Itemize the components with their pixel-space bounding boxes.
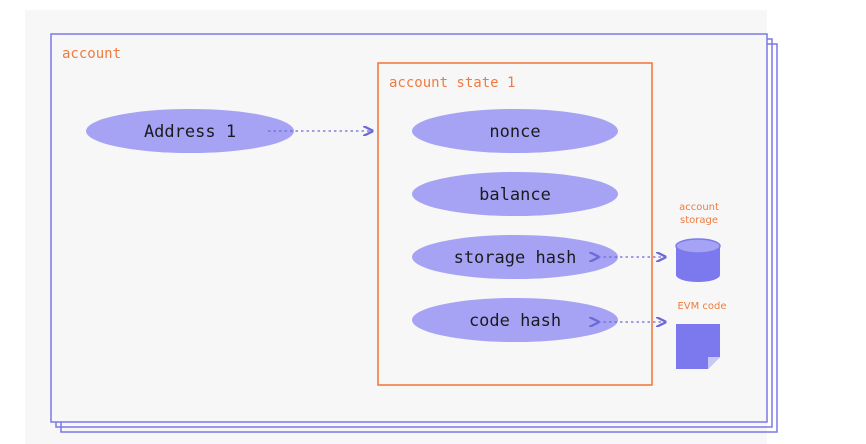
- address-label: Address 1: [144, 122, 236, 142]
- account-label: account: [62, 46, 121, 62]
- evm-code-label: EVM code: [677, 301, 726, 312]
- nonce-label: nonce: [489, 122, 540, 142]
- code-hash-label: code hash: [469, 311, 561, 331]
- account-storage-label-line2: storage: [680, 215, 718, 226]
- account-state-label: account state 1: [389, 75, 515, 91]
- document-icon: [676, 324, 720, 369]
- address-ellipse: [86, 109, 294, 153]
- balance-label: balance: [479, 185, 551, 205]
- database-icon: [675, 238, 721, 282]
- account-state-box: [377, 62, 653, 386]
- code-hash-ellipse: [412, 298, 618, 342]
- storage-hash-ellipse: [412, 235, 618, 279]
- account-frame: [50, 33, 768, 423]
- storage-hash-label: storage hash: [454, 248, 577, 268]
- nonce-ellipse: [412, 109, 618, 153]
- balance-ellipse: [412, 172, 618, 216]
- account-storage-label-line1: account: [679, 202, 719, 213]
